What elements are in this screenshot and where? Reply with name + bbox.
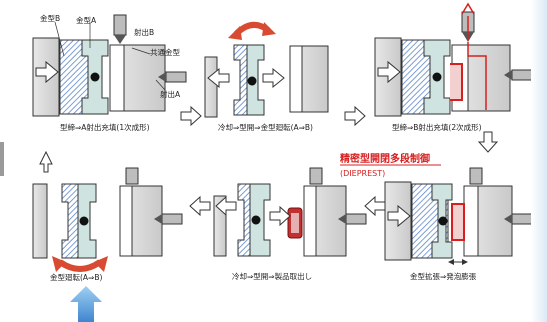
step-4-expand: 金型拡張⇒発泡膨張: [384, 167, 533, 281]
label-injection-b: 射出B: [134, 27, 154, 37]
label-injection-a: 射出A: [160, 89, 181, 99]
step-2-caption: 冷却⇒型開⇒金型廻転(A⇒B): [218, 122, 313, 132]
step-4-caption: 金型拡張⇒発泡膨張: [410, 271, 477, 281]
callout-title: 精密型開閉多段制御: [340, 152, 430, 165]
step-3-caption: 型締⇒B射出充填(2次成形): [392, 122, 482, 132]
label-common-mold: 共通金型: [150, 47, 180, 57]
flow-arrow-up-icon: [39, 150, 53, 173]
step-1-caption: 型締⇒A射出充填(1次成形): [60, 122, 150, 132]
step-2-rotate: 冷却⇒型開⇒金型廻転(A⇒B): [204, 21, 329, 132]
step-1-injection-a: 金型B 金型A 射出B 共通金型 射出A 型締⇒A射出充填(1次成形): [32, 13, 187, 132]
blue-up-arrow-icon: [70, 286, 102, 322]
step-5-caption: 冷却⇒型開⇒製品取出し: [232, 271, 312, 281]
flow-arrow-down-icon: [477, 131, 499, 153]
step-6-rotate: 金型廻転(A⇒B): [32, 167, 183, 282]
step-5-eject: 冷却⇒型開⇒製品取出し: [213, 167, 367, 281]
right-edge-fade: [531, 0, 547, 322]
flow-arrow-right-icon: [344, 105, 366, 127]
flow-arrow-left-icon: [364, 195, 386, 217]
flow-arrow-left-icon: [189, 195, 211, 217]
callout-subtitle: (DIEPREST): [340, 169, 385, 178]
flow-arrow-right-icon: [180, 105, 202, 127]
step-6-caption: 金型廻転(A⇒B): [50, 272, 102, 282]
step-3-injection-b: 型締⇒B射出充填(2次成形): [374, 2, 533, 132]
label-mold-b: 金型B: [40, 13, 60, 23]
left-edge-bar: [0, 142, 4, 176]
label-mold-a: 金型A: [76, 15, 97, 25]
